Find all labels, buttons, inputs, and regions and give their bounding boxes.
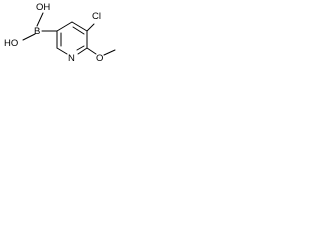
bond-b-ho-left <box>22 33 36 41</box>
atom-label-ho: HO <box>4 38 18 49</box>
atom-label-o-methoxy: O <box>96 53 103 64</box>
bond-ring-o <box>86 47 97 55</box>
bond-o-methyl <box>103 49 116 56</box>
ring-bond-4-inner <box>76 45 85 51</box>
chemical-structure-diagram: OH B HO Cl N O <box>4 2 116 64</box>
ring-bond-4 <box>77 47 88 55</box>
ring-bond-1 <box>56 21 73 32</box>
atom-label-n: N <box>68 53 75 64</box>
atom-label-b: B <box>34 26 40 37</box>
ring-bond-2-inner <box>72 26 85 35</box>
bond-b-oh-top <box>36 12 44 27</box>
bond-ring-cl <box>86 23 95 32</box>
atom-label-cl: Cl <box>92 11 101 22</box>
ring-bond-5 <box>56 47 68 55</box>
atom-label-oh: OH <box>36 2 50 13</box>
ring-bond-2 <box>71 21 88 32</box>
